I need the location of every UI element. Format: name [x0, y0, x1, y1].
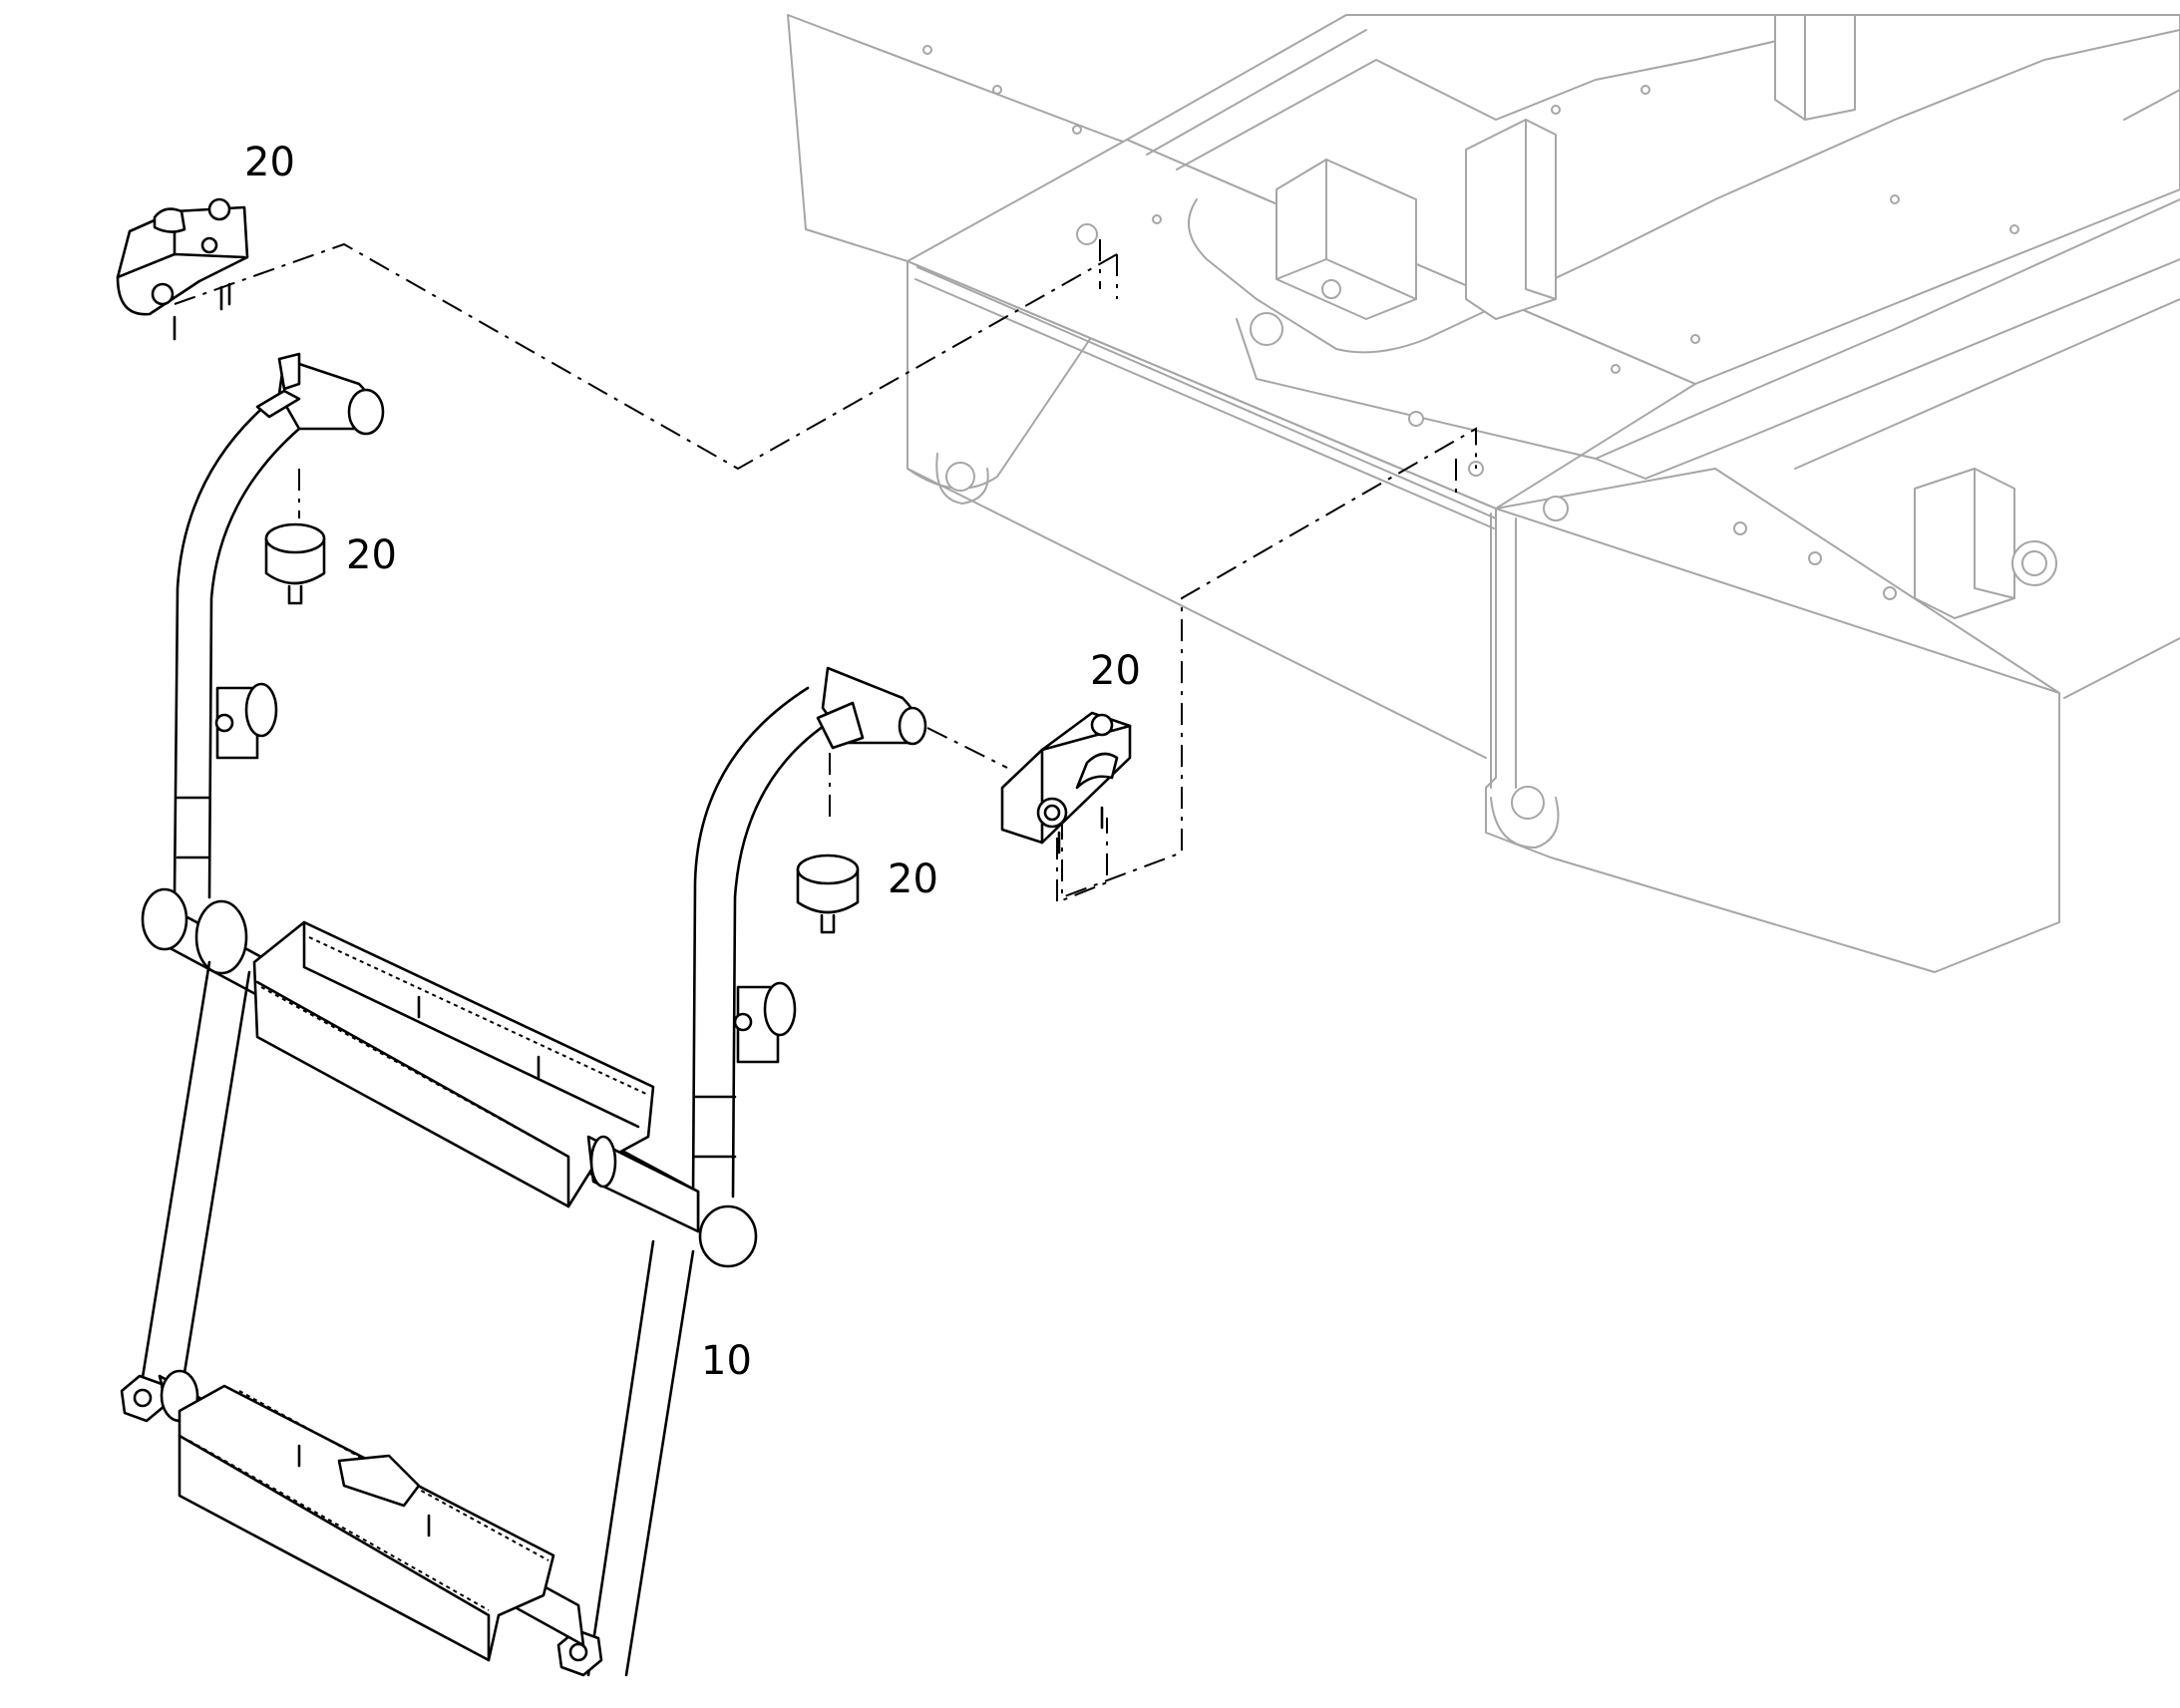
upper-left-bracket — [116, 197, 249, 341]
callout-right-bracket: 20 — [1090, 648, 1141, 694]
callout-ladder: 10 — [701, 1338, 752, 1384]
upper-left-damper — [264, 522, 326, 605]
chassis-frame — [787, 14, 2180, 973]
assembly-lines — [174, 239, 1477, 904]
ladder-assembly — [120, 352, 927, 1677]
right-damper — [796, 854, 860, 934]
callout-upper-left-bracket: 20 — [244, 140, 295, 185]
right-bracket — [1000, 711, 1132, 854]
callout-labels: 20 20 20 20 10 — [244, 140, 1141, 1384]
callout-upper-left-damper: 20 — [346, 532, 397, 578]
callout-right-damper: 20 — [888, 856, 938, 902]
